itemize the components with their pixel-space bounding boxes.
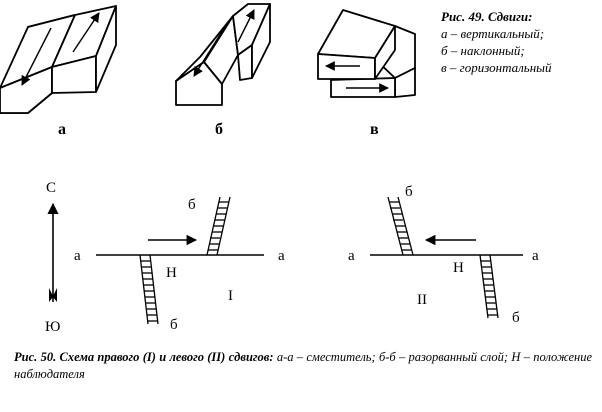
figure-49-item-v: в – горизонтальный: [441, 60, 552, 75]
label-a-right-I: а: [278, 248, 285, 264]
label-b-bottom-I: б: [170, 317, 178, 333]
figure-50-caption-title: Рис. 50. Схема правого (I) и левого (II)…: [14, 350, 274, 364]
label-a: а: [58, 121, 66, 138]
label-v: в: [370, 121, 379, 138]
compass-arrow: [47, 202, 59, 302]
label-a-left-II: а: [348, 248, 355, 264]
label-b-top-I: б: [188, 197, 196, 213]
label-b: б: [215, 121, 223, 138]
broken-layer-upper-I: [206, 196, 231, 256]
arrow-oblique-shear-left: [193, 29, 224, 77]
figure-49-title: Рис. 49. Сдвиги:: [441, 9, 533, 24]
arrow-vertical-shear-right: [72, 12, 100, 53]
compass-south-label: Ю: [45, 319, 60, 335]
label-roman-II: II: [417, 292, 427, 308]
figure-49-caption: Рис. 49. Сдвиги: а – вертикальный; б – н…: [441, 8, 601, 76]
figure-50-caption: Рис. 50. Схема правого (I) и левого (II)…: [14, 349, 592, 383]
label-observer-II: Н: [453, 260, 464, 276]
label-a-left-I: а: [74, 248, 81, 264]
broken-layer-lower-I: [139, 254, 159, 325]
block-vertical-shear: [0, 5, 117, 114]
block-oblique-shear: [175, 3, 271, 106]
label-observer-I: Н: [166, 265, 177, 281]
block-horizontal-shear: [317, 9, 416, 98]
label-a-right-II: а: [532, 248, 539, 264]
arrow-oblique-shear-right: [237, 9, 255, 43]
broken-layer-upper-II: [387, 196, 414, 256]
compass-north-label: С: [46, 180, 56, 196]
label-roman-I: I: [228, 288, 233, 304]
figure-49-item-a: а – вертикальный;: [441, 26, 545, 41]
broken-layer-lower-II: [479, 254, 499, 319]
figure-50-caption-text: а-а – сместитель; б-б – разорванный слой…: [14, 350, 593, 381]
arrow-vertical-shear-left: [21, 27, 52, 86]
label-b-bottom-II: б: [512, 310, 520, 326]
figure-49-item-b: б – наклонный;: [441, 43, 525, 58]
label-b-top-II: б: [405, 184, 413, 200]
